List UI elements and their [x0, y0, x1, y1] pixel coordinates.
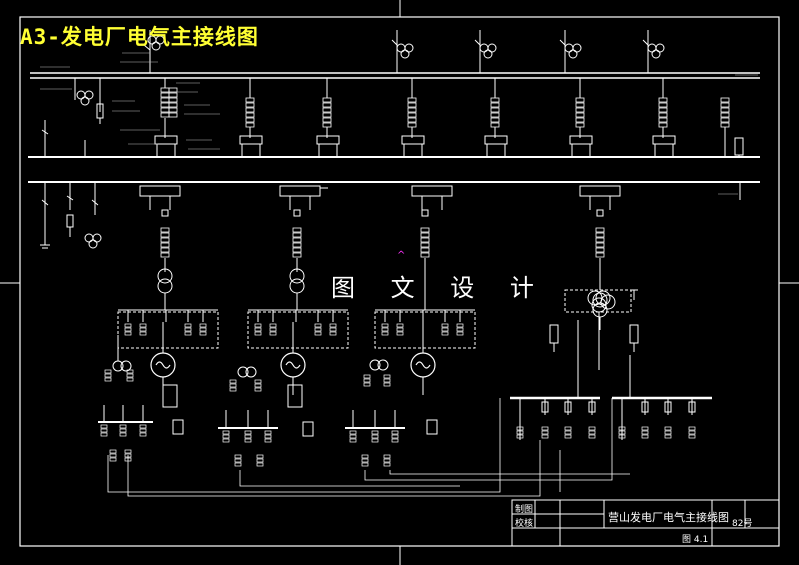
- transformer-stacks: [157, 209, 616, 330]
- title-block-drawing-title: 营山发电厂电气主接线图: [608, 511, 729, 524]
- generator-enclosures: [117, 311, 476, 349]
- busbar-10kv: [28, 156, 760, 183]
- drawing-banner-title: A3-发电厂电气主接线图: [20, 25, 259, 49]
- title-block: [511, 499, 780, 547]
- title-block-row2-label: 校核: [515, 519, 534, 529]
- interconnect-cables: [107, 398, 630, 497]
- lower-bay-switches: [40, 182, 741, 249]
- annotation-lines: [40, 52, 758, 195]
- bus-pt-arrester: [41, 78, 104, 157]
- generator-groups: [98, 309, 475, 467]
- title-block-drawing-number: 82号: [732, 519, 753, 529]
- center-marker: ^: [397, 250, 405, 261]
- title-block-page: 图 4.1: [682, 535, 709, 545]
- busbar-110kv: [30, 72, 760, 79]
- outgoing-line-bays: [143, 30, 665, 73]
- watermark-text: 图 文 设 计: [331, 274, 548, 302]
- bus-coupler-bays: [154, 78, 744, 157]
- station-service-section: [510, 289, 712, 440]
- title-block-row1-label: 制图: [515, 505, 534, 515]
